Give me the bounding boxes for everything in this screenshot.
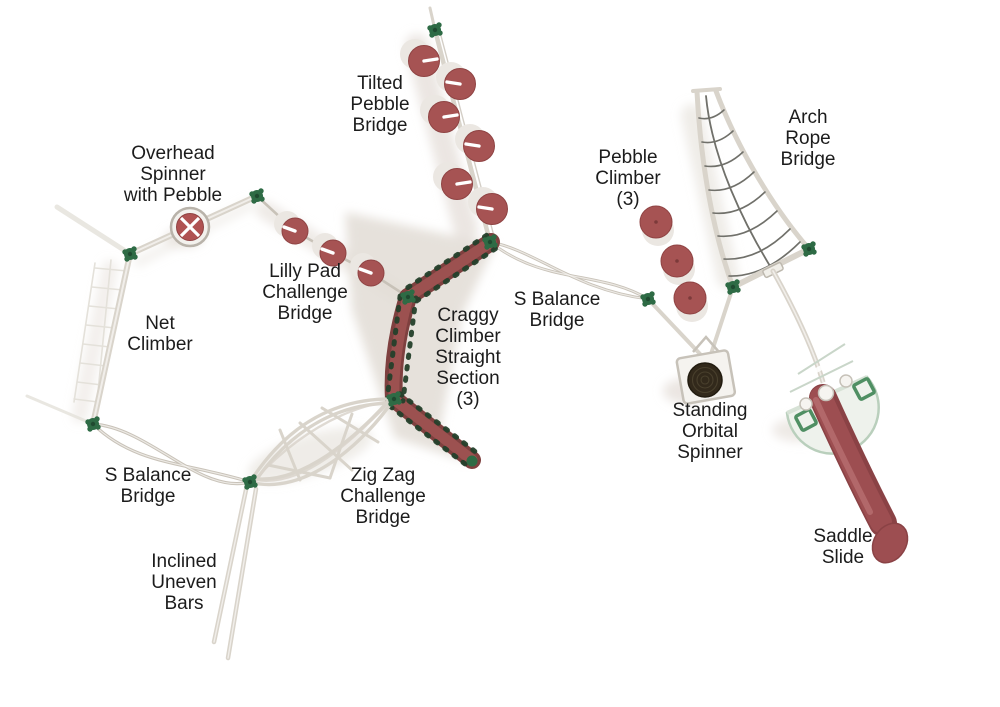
slide-handle-left (794, 408, 818, 432)
saddle-slide (785, 343, 909, 564)
spinner-wheel (169, 206, 211, 248)
inclined-uneven-bars (211, 482, 259, 661)
label-pebble-climber: Pebble Climber (3) (595, 147, 661, 210)
zig-zag-challenge-bridge (248, 395, 396, 488)
tilted-pebble-bridge (400, 6, 508, 245)
label-saddle-slide: Saddle Slide (813, 526, 873, 568)
pebble-climber (639, 205, 708, 322)
overhead-spinner-with-pebble (127, 193, 260, 257)
craggy-climber (384, 232, 500, 469)
label-standing-orbital-spinner: Standing Orbital Spinner (672, 400, 748, 463)
slide-handle-right (852, 377, 876, 401)
label-zig-zag-challenge-bridge: Zig Zag Challenge Bridge (340, 465, 426, 528)
label-lilly-pad-challenge-bridge: Lilly Pad Challenge Bridge (262, 261, 348, 324)
net-climber (25, 204, 133, 427)
craggy-end-cap (466, 455, 478, 467)
standing-orbital-spinner (675, 335, 737, 405)
label-arch-rope-bridge: Arch Rope Bridge (780, 107, 836, 170)
label-s-balance-bridge-left: S Balance Bridge (104, 465, 192, 507)
label-net-climber: Net Climber (127, 313, 193, 355)
label-inclined-uneven-bars: Inclined Uneven Bars (151, 551, 217, 614)
slide-bulb (871, 522, 909, 564)
label-overhead-spinner-with-pebble: Overhead Spinner with Pebble (123, 143, 223, 206)
lilly-pad-challenge-bridge (255, 194, 410, 299)
s-balance-bridge-left (91, 422, 252, 486)
label-craggy-climber: Craggy Climber Straight Section (3) (435, 305, 501, 410)
zig-zag-bracing (266, 406, 380, 482)
orbital-disc (687, 362, 723, 398)
craggy-studs (384, 232, 498, 469)
s-balance-bridge-right (488, 240, 650, 301)
label-s-balance-bridge-right: S Balance Bridge (513, 289, 601, 331)
label-tilted-pebble-bridge: Tilted Pebble Bridge (350, 73, 410, 136)
